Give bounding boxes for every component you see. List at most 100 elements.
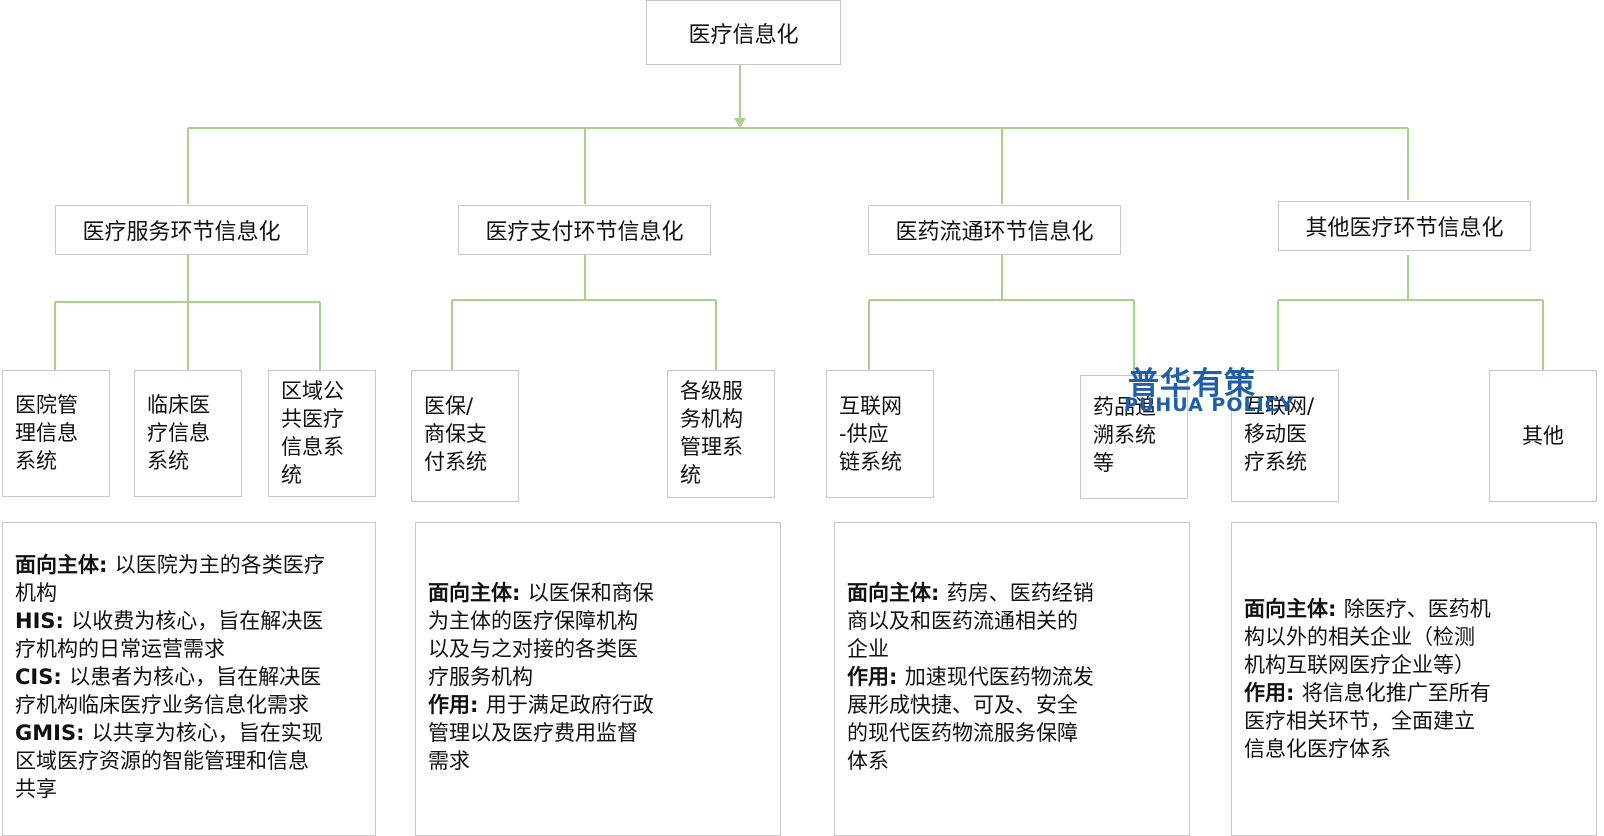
desc-line: 医疗相关环节，全面建立: [1244, 709, 1475, 733]
system-other: 其他: [1489, 370, 1597, 502]
system-line: 移动医: [1244, 422, 1307, 446]
desc-paragraph: 面向主体: 以医保和商保 为主体的医疗保障机构 以及与之对接的各类医 疗服务机构: [428, 579, 772, 691]
system-line: 其他: [1522, 424, 1564, 448]
arrow-head: [734, 118, 746, 128]
desc-sep: :: [931, 581, 947, 605]
desc-line: 将信息化推广至所有: [1301, 681, 1491, 705]
desc-line: 以共享为核心，旨在实现: [91, 721, 323, 745]
desc-sep: :: [1286, 681, 1302, 705]
desc-key: 作用: [1244, 681, 1286, 705]
desc-key: 作用: [428, 693, 470, 717]
system-line: 溯系统: [1093, 423, 1156, 447]
system-drug-traceability: 药品追 溯系统 等: [1080, 375, 1188, 499]
system-line: 统: [281, 463, 302, 487]
system-line: 药品追: [1093, 395, 1156, 419]
desc-line: 需求: [428, 749, 470, 773]
system-insurance-payment: 医保/ 商保支 付系统: [411, 370, 519, 502]
system-line: 互联网/: [1244, 394, 1315, 418]
desc-sep: :: [889, 665, 905, 689]
system-line: -供应: [839, 422, 889, 446]
system-line: 商保支: [424, 422, 487, 446]
system-internet-mobile-medical: 互联网/ 移动医 疗系统: [1231, 370, 1339, 502]
system-line: 链系统: [839, 450, 902, 474]
desc-line: 信息化医疗体系: [1244, 737, 1391, 761]
desc-line: 疗机构临床医疗业务信息化需求: [15, 693, 309, 717]
desc-sep: :: [470, 693, 486, 717]
system-line: 等: [1093, 451, 1114, 475]
desc-paragraph: 作用: 将信息化推广至所有 医疗相关环节，全面建立 信息化医疗体系: [1244, 679, 1588, 763]
branch-medical-payment: 医疗支付环节信息化: [458, 205, 711, 255]
desc-key: 面向主体: [1244, 597, 1328, 621]
desc-line: 企业: [847, 637, 889, 661]
system-line: 系统: [147, 449, 189, 473]
desc-paragraph: 面向主体: 药房、医药经销 商以及和医药流通相关的 企业: [847, 579, 1181, 663]
desc-paragraph: 面向主体: 以医院为主的各类医疗 机构: [15, 551, 367, 607]
desc-line: 为主体的医疗保障机构: [428, 609, 638, 633]
desc-line: 药房、医药经销: [946, 581, 1094, 605]
branch-label: 医疗服务环节信息化: [82, 220, 281, 245]
desc-medical-payment: 面向主体: 以医保和商保 为主体的医疗保障机构 以及与之对接的各类医 疗服务机构…: [415, 522, 781, 836]
desc-line: 共享: [15, 777, 57, 801]
branch-other-medical: 其他医疗环节信息化: [1278, 201, 1531, 251]
branch-label: 其他医疗环节信息化: [1305, 216, 1504, 241]
desc-key: 面向主体: [15, 553, 99, 577]
system-line: 医院管: [15, 393, 78, 417]
branch-medical-service: 医疗服务环节信息化: [55, 205, 308, 255]
system-line: 医保/: [424, 394, 474, 418]
desc-line: 的现代医药物流服务保障: [847, 721, 1078, 745]
desc-line: 以医保和商保: [527, 581, 654, 605]
system-internet-supply-chain: 互联网 -供应 链系统: [826, 370, 934, 498]
system-line: 管理系: [680, 435, 743, 459]
desc-line: 区域医疗资源的智能管理和信息: [15, 749, 309, 773]
desc-sep: :: [512, 581, 528, 605]
desc-line: 以医院为主的各类医疗: [114, 553, 325, 577]
desc-line: 展形成快捷、可及、安全: [847, 693, 1078, 717]
desc-sep: :: [76, 721, 92, 745]
desc-line: 以收费为核心，旨在解决医: [71, 609, 324, 633]
system-line: 付系统: [424, 450, 487, 474]
system-line: 疗系统: [1244, 450, 1307, 474]
desc-pharma-distribution: 面向主体: 药房、医药经销 商以及和医药流通相关的 企业 作用: 加速现代医药物…: [834, 522, 1190, 836]
desc-key: CIS: [15, 665, 54, 689]
desc-paragraph: 作用: 加速现代医药物流发 展形成快捷、可及、安全 的现代医药物流服务保障 体系: [847, 663, 1181, 775]
desc-key: 面向主体: [847, 581, 931, 605]
desc-medical-service: 面向主体: 以医院为主的各类医疗 机构 HIS: 以收费为核心，旨在解决医 疗机…: [2, 522, 376, 836]
desc-sep: :: [53, 665, 70, 689]
desc-line: 以及与之对接的各类医: [428, 637, 638, 661]
desc-line: 商以及和医药流通相关的: [847, 609, 1078, 633]
system-line: 共医疗: [281, 407, 344, 431]
desc-line: 疗服务机构: [428, 665, 533, 689]
desc-line: 管理以及医疗费用监督: [428, 721, 638, 745]
system-regional-public-health: 区域公 共医疗 信息系 统: [268, 370, 376, 497]
system-line: 务机构: [680, 407, 743, 431]
system-line: 统: [680, 463, 701, 487]
system-line: 临床医: [147, 393, 210, 417]
desc-key: 作用: [847, 665, 889, 689]
system-line: 信息系: [281, 435, 344, 459]
system-clinical-medical: 临床医 疗信息 系统: [134, 370, 242, 497]
desc-sep: :: [55, 609, 72, 633]
system-line: 互联网: [839, 394, 902, 418]
desc-paragraph: HIS: 以收费为核心，旨在解决医 疗机构的日常运营需求: [15, 607, 367, 663]
desc-line: 除医疗、医药机: [1343, 597, 1491, 621]
desc-line: 疗机构的日常运营需求: [15, 637, 225, 661]
branch-pharma-distribution: 医药流通环节信息化: [868, 205, 1121, 255]
desc-paragraph: GMIS: 以共享为核心，旨在实现 区域医疗资源的智能管理和信息 共享: [15, 719, 367, 803]
system-line: 系统: [15, 449, 57, 473]
desc-line: 体系: [847, 749, 889, 773]
desc-line: 以患者为核心，旨在解决医: [69, 665, 322, 689]
system-hospital-management: 医院管 理信息 系统: [2, 370, 110, 497]
desc-sep: :: [1328, 597, 1344, 621]
desc-paragraph: 作用: 用于满足政府行政 管理以及医疗费用监督 需求: [428, 691, 772, 775]
branch-label: 医疗支付环节信息化: [485, 220, 684, 245]
desc-paragraph: CIS: 以患者为核心，旨在解决医 疗机构临床医疗业务信息化需求: [15, 663, 367, 719]
desc-key: GMIS: [15, 721, 77, 745]
system-line: 理信息: [15, 421, 78, 445]
system-line: 各级服: [680, 379, 743, 403]
desc-line: 机构互联网医疗企业等）: [1244, 653, 1475, 677]
system-service-institution-management: 各级服 务机构 管理系 统: [667, 370, 775, 498]
desc-other-medical: 面向主体: 除医疗、医药机 构以外的相关企业（检测 机构互联网医疗企业等） 作用…: [1231, 522, 1597, 836]
system-line: 区域公: [281, 379, 344, 403]
desc-line: 构以外的相关企业（检测: [1244, 625, 1475, 649]
